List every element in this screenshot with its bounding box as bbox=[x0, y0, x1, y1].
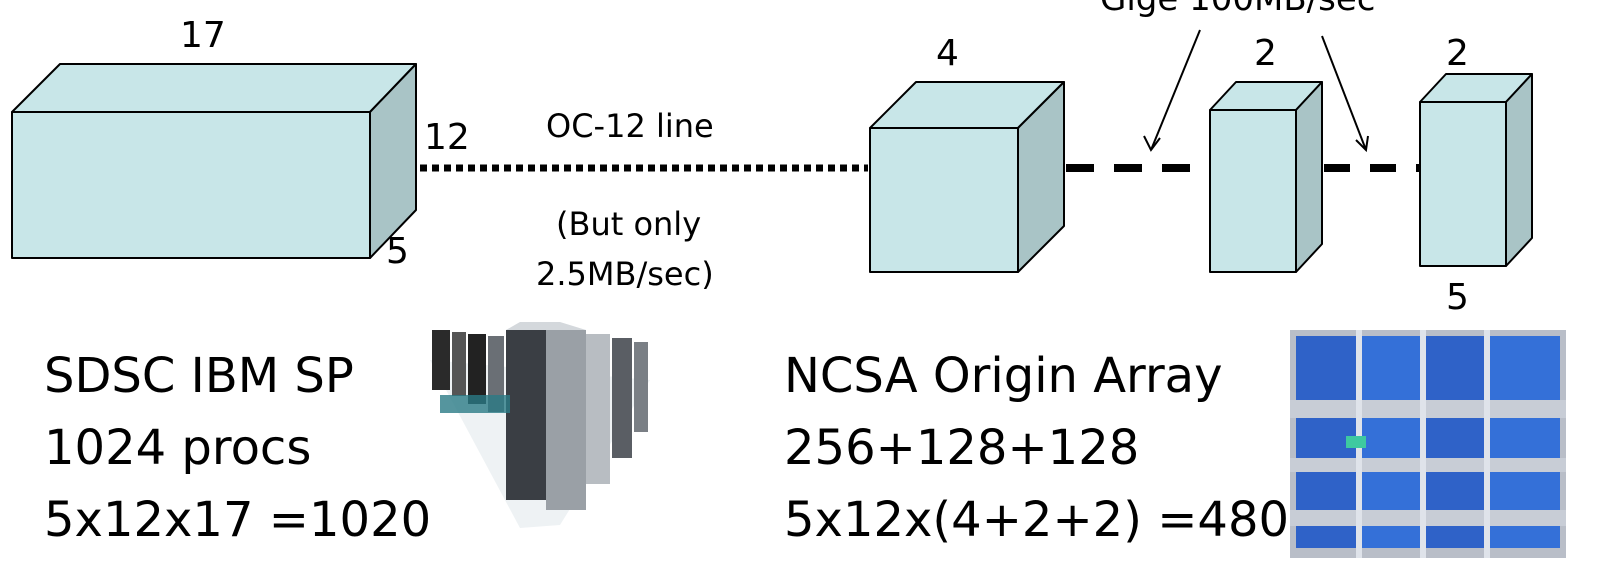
ncsa-depth-label: 5 bbox=[1446, 277, 1469, 318]
bandwidth-note-line2: 2.5MB/sec) bbox=[536, 255, 714, 293]
sdsc-height-label: 12 bbox=[424, 117, 470, 158]
sdsc-calc: 5x12x17 =1020 bbox=[44, 492, 432, 548]
ncsa-box3-width-label: 2 bbox=[1446, 33, 1469, 74]
sdsc-depth-label: 5 bbox=[386, 231, 409, 272]
sdsc-procs: 1024 procs bbox=[44, 420, 312, 476]
gige-arrow-left bbox=[1150, 29, 1201, 151]
sdsc-supercomputer-photo-icon bbox=[430, 322, 650, 528]
ncsa-box1-width-label: 4 bbox=[936, 33, 959, 74]
ncsa-name: NCSA Origin Array bbox=[784, 348, 1223, 404]
ncsa-box2-width-label: 2 bbox=[1254, 33, 1277, 74]
ncsa-box-3 bbox=[1419, 73, 1533, 267]
sdsc-name: SDSC IBM SP bbox=[44, 348, 354, 404]
ncsa-origin-rack-photo-icon bbox=[1290, 330, 1566, 558]
oc12-label: OC-12 line bbox=[546, 107, 714, 145]
bandwidth-note-line1: (But only bbox=[556, 205, 702, 243]
sdsc-box bbox=[11, 63, 417, 259]
sdsc-width-label: 17 bbox=[180, 15, 226, 56]
ncsa-box-1 bbox=[869, 81, 1065, 273]
gige-caption: Gige 100MB/sec bbox=[1100, 0, 1375, 16]
ncsa-box-2 bbox=[1209, 81, 1323, 273]
ncsa-procs: 256+128+128 bbox=[784, 420, 1140, 476]
gige-arrow-right bbox=[1321, 35, 1367, 151]
ncsa-calc: 5x12x(4+2+2) =480 bbox=[784, 492, 1290, 548]
